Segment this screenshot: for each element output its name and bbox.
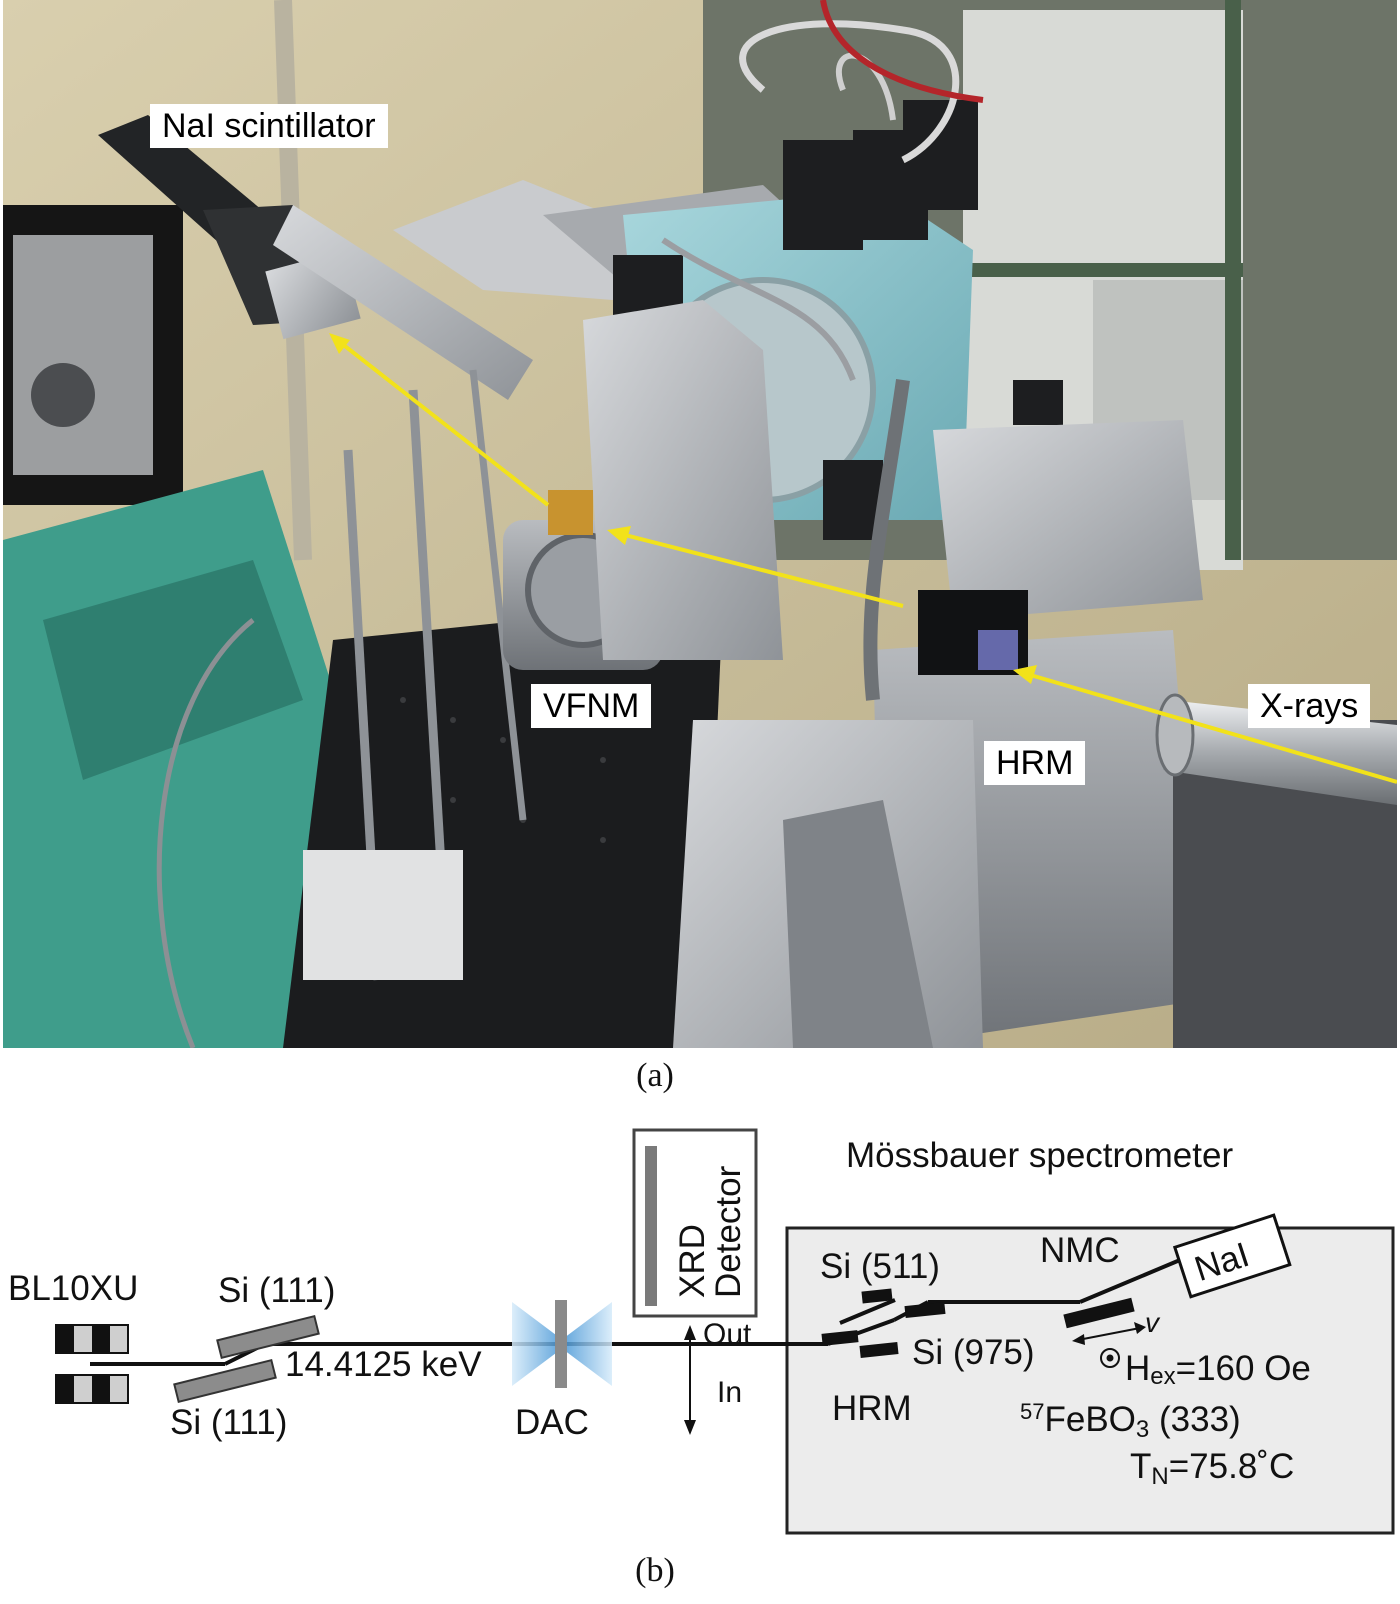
caption-a: (a) [636, 1057, 674, 1094]
si111-lower-crystal [173, 1358, 277, 1404]
beamline-schematic: Mössbauer spectrometer XRD Detector Out … [8, 1128, 1395, 1535]
dac-label: DAC [515, 1403, 589, 1442]
hrm-stage-upper [933, 420, 1203, 620]
label-nai-scintillator: NaI scintillator [150, 104, 388, 148]
main-stage [583, 300, 783, 660]
beam-path [329, 333, 1397, 784]
si511-label: Si (511) [820, 1247, 940, 1286]
photo-scene [3, 0, 1397, 1048]
field-direction-icon [1100, 1348, 1120, 1368]
hrm-crystals [821, 1288, 946, 1358]
white-box [303, 850, 463, 980]
detector-label: Detector [709, 1165, 748, 1298]
xrd-detector-plate [645, 1146, 657, 1306]
xrd-label: XRD [673, 1224, 712, 1298]
energy-label: 14.4125 keV [285, 1345, 482, 1384]
si111-upper-crystal [216, 1314, 320, 1360]
nmc-label: NMC [1040, 1231, 1120, 1270]
neel-temperature-label: TN=75.8˚C [1130, 1447, 1294, 1490]
hrm-label: HRM [832, 1389, 912, 1428]
si111-upper-label: Si (111) [218, 1271, 335, 1310]
caption-b: (b) [635, 1552, 675, 1589]
label-x-rays: X-rays [1248, 684, 1371, 728]
label-vfnm: VFNM [531, 684, 652, 728]
stepper-motors [613, 100, 1063, 540]
nai-detector-box: NaI [1172, 1213, 1292, 1299]
beamline-label: BL10XU [8, 1269, 138, 1308]
out-label: Out [703, 1318, 752, 1351]
velocity-label: v [1145, 1307, 1161, 1338]
si111-lower-label: Si (111) [170, 1403, 287, 1442]
in-label: In [717, 1376, 742, 1409]
nmc-crystal [1063, 1297, 1135, 1329]
dac-icon [512, 1300, 612, 1388]
si975-label: Si (975) [912, 1333, 1035, 1372]
label-hrm-photo: HRM [984, 741, 1086, 785]
spectrometer-title: Mössbauer spectrometer [846, 1136, 1233, 1175]
spectrometer-box [785, 1226, 1395, 1535]
undulator-icon [55, 1324, 129, 1404]
velocity-arrow [1077, 1327, 1141, 1341]
crystal-label: 57FeBO3 (333) [1020, 1399, 1241, 1443]
experiment-photo: NaI scintillator VFNM X-rays HRM [3, 0, 1397, 1048]
field-label: Hex=160 Oe [1125, 1349, 1311, 1390]
detector-arm [273, 205, 533, 400]
